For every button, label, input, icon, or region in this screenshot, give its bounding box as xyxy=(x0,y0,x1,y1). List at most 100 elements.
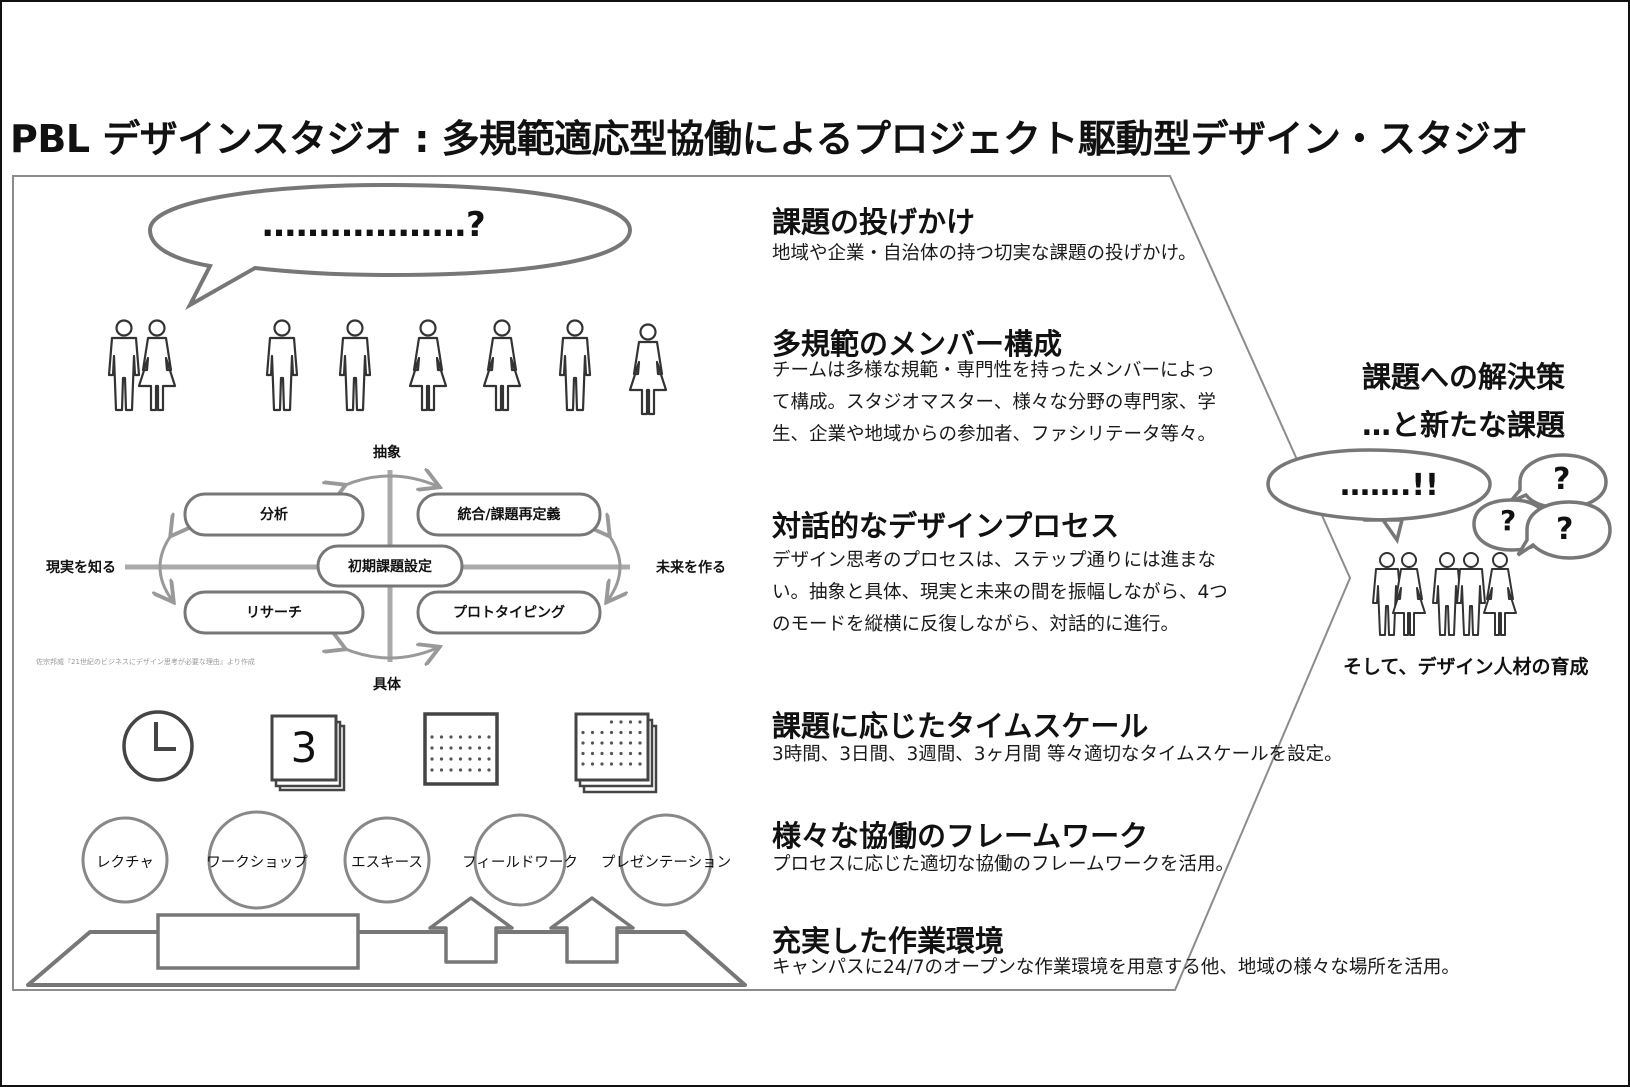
workspace-floor-icon xyxy=(26,896,747,987)
calendar-dot xyxy=(439,768,444,772)
calendar-dot xyxy=(458,757,463,761)
calendar-dot xyxy=(468,768,472,772)
team-icon xyxy=(1372,552,1517,636)
calendar-dot xyxy=(430,735,434,739)
calendar-dot xyxy=(628,720,633,724)
calendar-dot xyxy=(628,741,633,745)
calendar-dot xyxy=(458,746,463,750)
calendar-dot xyxy=(638,720,642,724)
section-heading-process: 対話的なデザインプロセス xyxy=(772,509,1120,543)
speech-bubble-left xyxy=(147,182,633,311)
calendar-dot xyxy=(439,746,444,750)
mode-initial-label: 初期課題設定 xyxy=(348,559,432,575)
calendar-dot xyxy=(638,762,642,766)
process-diagram xyxy=(125,470,630,662)
calendar-dot xyxy=(638,730,642,735)
calendar-dot xyxy=(468,735,472,739)
calendar-dot xyxy=(619,762,623,766)
framework-workshop: ワークショップ xyxy=(206,855,308,871)
mode-initial xyxy=(316,544,464,588)
mode-analysis xyxy=(183,492,365,537)
calendar-dot xyxy=(619,751,623,756)
result-footer: そして、デザイン人材の育成 xyxy=(1343,656,1589,678)
calendar-dot xyxy=(590,741,595,745)
calendar-dot xyxy=(628,762,633,766)
question-mark-2: ? xyxy=(1500,504,1517,537)
mode-synthesis xyxy=(416,492,602,537)
framework-presentation: プレゼンテーション xyxy=(600,855,732,871)
section-heading-members: 多規範のメンバー構成 xyxy=(772,327,1063,361)
axis-top-label: 抽象 xyxy=(373,445,401,461)
result-line-2: …と新たな課題 xyxy=(1362,408,1566,442)
section-body-framework: プロセスに応じた適切な協働のフレームワークを活用。 xyxy=(772,854,1234,875)
question-mark-1: ? xyxy=(1553,462,1571,497)
calendar-dot xyxy=(609,730,614,735)
calendar-dot xyxy=(439,757,444,761)
calendar-dot xyxy=(609,720,614,724)
calendar-dot xyxy=(487,757,491,761)
framework-esquisse: エスキース xyxy=(351,855,423,871)
calendar-dot xyxy=(590,762,595,766)
calendar-dot xyxy=(590,751,595,756)
people-row xyxy=(107,319,668,416)
calendar-dot xyxy=(468,746,472,750)
section-heading-environment: 充実した作業環境 xyxy=(772,924,1005,958)
calendar-dot xyxy=(609,741,614,745)
calendar-dot xyxy=(619,720,623,724)
mode-research xyxy=(183,590,365,635)
framework-circles xyxy=(81,810,713,910)
calendar-dot xyxy=(581,741,585,745)
mode-research-label: リサーチ xyxy=(246,605,302,621)
section-body-process: デザイン思考のプロセスは、ステップ通りには進まな い。抽象と具体、現実と未来の間… xyxy=(772,550,1228,635)
calendar-dot xyxy=(430,768,434,772)
calendar-dot xyxy=(638,751,642,756)
calendar-dot xyxy=(581,730,585,735)
calendar-dot xyxy=(430,757,434,761)
section-body-members: チームは多様な規範・専門性を持ったメンバーによっ て構成。スタジオマスター、様々… xyxy=(772,360,1217,445)
calendar-dot xyxy=(449,768,453,772)
calendar-dot xyxy=(458,735,463,739)
calendar-months-icon xyxy=(574,712,658,794)
section-body-environment: キャンパスに24/7のオープンな作業環境を用意する他、地域の様々な場所を活用。 xyxy=(772,957,1460,978)
calendar-dot xyxy=(477,768,482,772)
clock-icon xyxy=(122,710,194,782)
section-body-timescale: 3時間、3日間、3週間、3ヶ月間 等々適切なタイムスケールを設定。 xyxy=(772,744,1343,765)
calendar-dot xyxy=(609,762,614,766)
calendar-dot xyxy=(449,757,453,761)
calendar-dot xyxy=(458,768,463,772)
speech-right-text: …….!! xyxy=(1340,468,1439,503)
calendar-dot xyxy=(487,746,491,750)
calendar-dot xyxy=(449,735,453,739)
calendar-days-icon xyxy=(270,714,346,792)
calendar-dot xyxy=(628,730,633,735)
citation: 佐宗邦威『21世紀のビジネスにデザイン思考が必要な理由』より作成 xyxy=(36,658,255,666)
calendar-dot xyxy=(430,746,434,750)
result-line-1: 課題への解決策 xyxy=(1362,360,1566,394)
calendar-dot xyxy=(468,757,472,761)
calendar-dot xyxy=(638,741,642,745)
speech-bubble-right xyxy=(1266,448,1492,545)
calendar-dot xyxy=(449,746,453,750)
section-heading-framework: 様々な協働のフレームワーク xyxy=(772,819,1149,853)
framework-fieldwork: フィールドワーク xyxy=(462,855,578,871)
axis-left-label: 現実を知る xyxy=(46,560,116,576)
section-heading-challenge: 課題の投げかけ xyxy=(772,205,976,239)
section-heading-timescale: 課題に応じたタイムスケール xyxy=(772,709,1149,743)
calendar-dot xyxy=(600,730,604,735)
calendar-dot xyxy=(581,762,585,766)
calendar-dot xyxy=(600,741,604,745)
calendar-dot xyxy=(600,762,604,766)
question-bubbles xyxy=(1472,453,1612,560)
axis-right-label: 未来を作る xyxy=(656,560,726,576)
section-body-challenge: 地域や企業・自治体の持つ切実な課題の投げかけ。 xyxy=(772,243,1197,264)
mode-synthesis-label: 統合/課題再定義 xyxy=(457,507,561,523)
page-title: PBL デザインスタジオ : 多規範適応型協働によるプロジェクト駆動型デザイン・… xyxy=(10,117,1529,161)
calendar-dot xyxy=(487,735,491,739)
calendar-dot xyxy=(619,730,623,735)
calendar-dot xyxy=(477,735,482,739)
mode-prototyping-label: プロトタイピング xyxy=(453,605,565,621)
calendar-dot xyxy=(590,730,595,735)
calendar-dot xyxy=(477,746,482,750)
